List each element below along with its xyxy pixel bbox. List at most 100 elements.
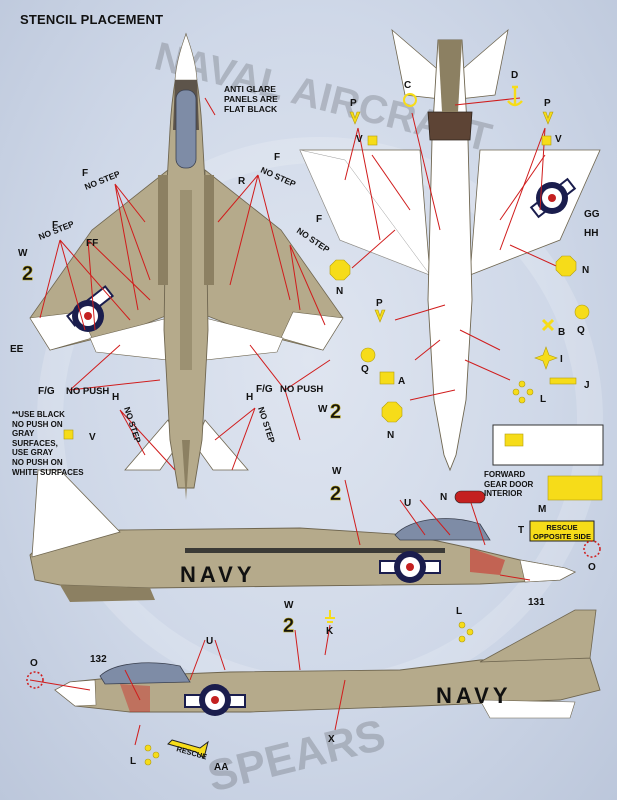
no-push-label-2: NO PUSH: [280, 384, 323, 395]
callout-U-1: U: [404, 498, 411, 509]
callout-W-1: W: [18, 248, 28, 259]
anti-glare-note: ANTI GLARE PANELS ARE FLAT BLACK: [224, 84, 278, 114]
callout-131: 131: [528, 597, 545, 608]
side-view-left-canopy: [394, 518, 491, 541]
stencil-Q-left: [360, 347, 376, 363]
stencil-L-1: [518, 380, 526, 388]
callout-F-4: F: [316, 214, 322, 225]
callout-H: H: [112, 392, 119, 403]
callout-X: X: [328, 734, 335, 745]
callout-N-4: N: [440, 492, 447, 503]
rescue-opposite-panel: [529, 520, 595, 542]
stencil-N-right: [555, 255, 577, 277]
black-gray-line-3: GRAY: [12, 429, 35, 439]
stencil-A: [379, 371, 395, 385]
callout-O-1: O: [588, 562, 596, 573]
rescue-opposite-line1: RESCUE: [546, 523, 577, 532]
side-view-left: NAVY: [29, 469, 577, 602]
stencil-J: [549, 377, 577, 385]
no-step-label-6: NO STEP: [256, 406, 277, 445]
no-step-label-2: NO STEP: [259, 165, 297, 189]
callout-D: D: [511, 70, 518, 81]
stencil-B: [541, 318, 555, 332]
callout-V-3: V: [555, 134, 562, 145]
callout-F-1: F: [82, 168, 88, 179]
stencil-L2-3: [458, 635, 466, 643]
black-gray-line-6: NO PUSH ON: [12, 457, 63, 467]
forward-gear-line-2: GEAR DOOR: [484, 479, 534, 489]
callout-T: T: [518, 525, 524, 536]
anti-glare-line-1: ANTI GLARE: [224, 84, 276, 94]
callouts: F F F F FF R W W W W EE F/G F/G H H V V …: [10, 70, 600, 773]
callout-M: M: [538, 504, 546, 515]
marker-two-top: 2: [22, 263, 33, 285]
stencil-I: [534, 346, 558, 370]
side-view-right-navy-text: NAVY: [436, 683, 512, 708]
callout-J: J: [584, 380, 590, 391]
rescue-arrow: [167, 739, 209, 759]
black-gray-line-2: NO PUSH ON: [12, 419, 63, 429]
forward-gear-note: FORWARD GEAR DOOR INTERIOR: [484, 470, 533, 499]
callout-R: R: [238, 176, 246, 187]
stencil-O-2: [26, 671, 44, 689]
bottom-view-insignia: [529, 177, 577, 219]
gear-door-decal-M: [547, 475, 603, 501]
stencil-V-right: [541, 135, 552, 146]
side-view-left-navy-text: NAVY: [180, 562, 256, 587]
stencil-P-right: [542, 111, 554, 125]
callout-H-2: H: [246, 392, 253, 403]
callout-W-2: W: [318, 404, 328, 415]
callout-FF: FF: [86, 238, 98, 249]
stencil-L3-3: [144, 758, 152, 766]
callout-K: K: [326, 626, 334, 637]
callout-HH: HH: [584, 228, 598, 239]
stencil-N-pill: [454, 490, 486, 504]
no-step-label-4: NO STEP: [295, 225, 332, 254]
stencil-L3-1: [144, 744, 152, 752]
callout-B: B: [558, 327, 565, 338]
stencil-P-mid: [374, 309, 386, 323]
callout-L-1: L: [540, 394, 546, 405]
black-gray-line-4: SURFACES,: [12, 438, 58, 448]
callout-FG-2: F/G: [256, 384, 273, 395]
callout-P-3: P: [376, 298, 383, 309]
exhaust-nozzles: [427, 111, 473, 141]
stencil-L-2: [526, 388, 534, 396]
marker-two-side2: 2: [283, 615, 294, 637]
stencil-V-top: [63, 429, 74, 440]
rescue-opposite-line2: OPPOSITE SIDE: [533, 532, 591, 541]
stencil-V-left: [367, 135, 378, 146]
callout-F-3: F: [52, 220, 58, 231]
stencil-P-left: [349, 111, 361, 125]
callout-L-3: L: [130, 756, 136, 767]
marker-two-side1: 2: [330, 483, 341, 505]
anti-glare-line-2: PANELS ARE: [224, 94, 278, 104]
side-view-right-insignia: [184, 684, 246, 716]
callout-FG-1: F/G: [38, 386, 55, 397]
side-view-left-insignia: [379, 551, 441, 583]
side-view-right-tail: [479, 609, 597, 663]
side-view-left-tail: [31, 469, 121, 558]
callout-V-2: V: [356, 134, 363, 145]
callout-132: 132: [90, 654, 107, 665]
callout-C: C: [404, 80, 411, 91]
callout-N-2: N: [582, 265, 589, 276]
stencil-N-left: [329, 259, 351, 281]
callout-I: I: [560, 354, 563, 365]
stencil-L2-1: [458, 621, 466, 629]
top-view-aircraft: [29, 32, 344, 500]
callout-AA: AA: [214, 762, 228, 773]
callout-Q-1: Q: [361, 364, 369, 375]
stencil-Q-right: [574, 304, 590, 320]
forward-gear-line-1: FORWARD: [484, 470, 526, 479]
stencil-L-3: [518, 396, 526, 404]
callout-U-2: U: [206, 636, 213, 647]
stencil-markers: 2 2 2 2: [22, 85, 604, 766]
no-push-label-1: NO PUSH: [66, 386, 109, 397]
stencil-L-4: [512, 388, 520, 396]
callout-N-1: N: [336, 286, 343, 297]
top-view-insignia: [65, 285, 115, 332]
stencil-C: [403, 93, 417, 107]
